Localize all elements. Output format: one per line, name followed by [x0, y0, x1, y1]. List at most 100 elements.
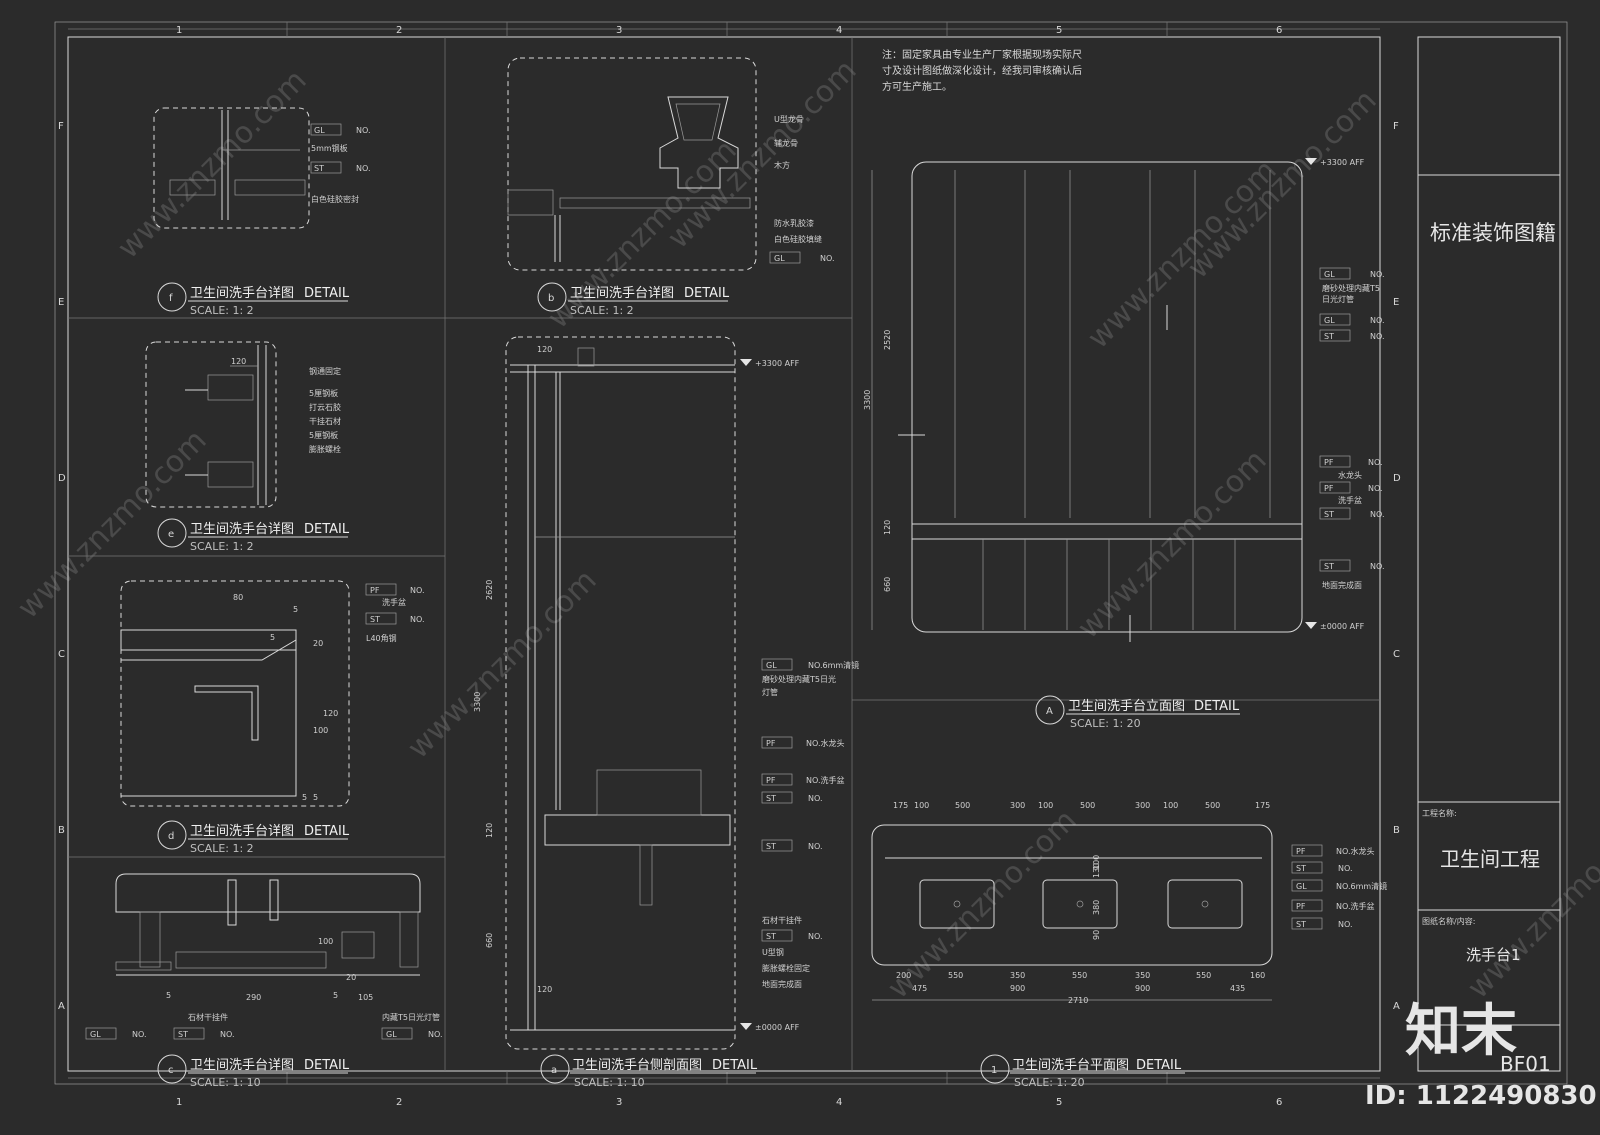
drawing-name: 洗手台1 — [1466, 946, 1521, 964]
watermark-site: www.znzmo.com — [1181, 83, 1384, 286]
column-label: 6 — [1276, 1097, 1282, 1108]
row-label: A — [1393, 1001, 1400, 1012]
column-label: 4 — [836, 1097, 842, 1108]
detail-tag: DETAIL — [1136, 1058, 1182, 1073]
project-name: 卫生间工程 — [1440, 847, 1540, 871]
svg-text:435: 435 — [1230, 984, 1245, 993]
svg-text:500: 500 — [955, 801, 970, 810]
svg-text:5: 5 — [302, 793, 307, 802]
detail-title: 卫生间洗手台详图 — [190, 522, 294, 537]
row-label: A — [58, 1001, 65, 1012]
general-note: 注：固定家具由专业生产厂家根据现场实际尺 寸及设计图纸做深化设计，经我司审核确认… — [882, 48, 1082, 93]
svg-text:90: 90 — [1092, 930, 1101, 940]
svg-text:ST: ST — [1324, 510, 1334, 519]
project-label: 工程名称: — [1422, 808, 1457, 818]
svg-text:GL: GL — [386, 1030, 397, 1039]
svg-text:PF: PF — [1324, 458, 1334, 467]
svg-text:ST: ST — [1324, 562, 1334, 571]
svg-text:内藏T5日光灯管: 内藏T5日光灯管 — [382, 1012, 440, 1022]
detail-letter: f — [169, 293, 173, 304]
detail-title: 卫生间洗手台平面图 — [1012, 1058, 1129, 1073]
svg-text:木方: 木方 — [774, 160, 790, 170]
column-label: 3 — [616, 1097, 622, 1108]
column-label: 1 — [176, 25, 182, 36]
detail-letter: a — [551, 1065, 557, 1076]
svg-text:5: 5 — [293, 605, 298, 614]
detail-letter: d — [168, 831, 174, 842]
svg-text:NO.: NO. — [220, 1030, 235, 1039]
svg-text:900: 900 — [1010, 984, 1025, 993]
svg-text:2620: 2620 — [485, 580, 494, 600]
watermark-site: www.znzmo.com — [1071, 443, 1274, 646]
svg-text:20: 20 — [313, 639, 323, 648]
detail-tag: DETAIL — [304, 1058, 350, 1073]
row-label: B — [1393, 825, 1400, 836]
svg-text:NO.: NO. — [808, 842, 823, 851]
svg-text:120: 120 — [537, 985, 552, 994]
svg-text:打云石胶: 打云石胶 — [309, 402, 341, 412]
detail-a-section: 120 3300 2620 120 660 120 +3300 AFF ±000… — [473, 336, 859, 1089]
column-label: 3 — [616, 25, 622, 36]
svg-text:L40角钢: L40角钢 — [366, 633, 397, 643]
note-line: 寸及设计图纸做深化设计，经我司审核确认后 — [882, 64, 1082, 77]
svg-text:PF: PF — [1296, 847, 1306, 856]
svg-text:ST: ST — [1324, 332, 1334, 341]
detail-scale: SCALE: 1: 20 — [1014, 1076, 1085, 1089]
detail-title: 卫生间洗手台详图 — [190, 824, 294, 839]
svg-text:NO.6mm清镜: NO.6mm清镜 — [1336, 881, 1387, 891]
note-line: 注：固定家具由专业生产厂家根据现场实际尺 — [882, 48, 1082, 61]
svg-text:NO.: NO. — [356, 164, 371, 173]
svg-text:NO.: NO. — [410, 586, 425, 595]
svg-text:350: 350 — [1010, 971, 1025, 980]
detail-tag: DETAIL — [304, 522, 350, 537]
svg-text:干挂石材: 干挂石材 — [309, 416, 341, 426]
svg-text:PF: PF — [766, 776, 776, 785]
svg-text:ST: ST — [314, 164, 324, 173]
detail-tag: DETAIL — [684, 286, 730, 301]
svg-text:PF: PF — [1324, 484, 1334, 493]
svg-text:ST: ST — [178, 1030, 188, 1039]
svg-text:5mm钢板: 5mm钢板 — [311, 143, 348, 153]
grid-rows: F E D C B A F E D C B A — [58, 121, 1401, 1012]
column-label: 5 — [1056, 1097, 1062, 1108]
detail-scale: SCALE: 1: 2 — [190, 304, 254, 317]
svg-text:NO.: NO. — [1338, 864, 1353, 873]
svg-text:5: 5 — [333, 991, 338, 1000]
svg-text:80: 80 — [233, 593, 243, 602]
svg-text:NO.洗手盆: NO.洗手盆 — [806, 775, 845, 785]
svg-text:5厘钢板: 5厘钢板 — [309, 430, 338, 440]
detail-title: 卫生间洗手台详图 — [570, 286, 674, 301]
svg-text:550: 550 — [1072, 971, 1087, 980]
svg-text:GL: GL — [90, 1030, 101, 1039]
svg-text:地面完成面: 地面完成面 — [762, 979, 802, 989]
svg-text:3300: 3300 — [863, 390, 872, 410]
svg-text:NO.: NO. — [1338, 920, 1353, 929]
watermark-site: www.znzmo.com — [661, 53, 864, 256]
svg-text:GL: GL — [1324, 316, 1335, 325]
svg-text:白色硅胶密封: 白色硅胶密封 — [311, 194, 359, 204]
svg-text:水龙头: 水龙头 — [1338, 470, 1362, 480]
svg-text:100: 100 — [1092, 855, 1101, 870]
svg-text:3300: 3300 — [473, 692, 482, 712]
detail-scale: SCALE: 1: 20 — [1070, 717, 1141, 730]
svg-text:5: 5 — [270, 633, 275, 642]
inner-frame — [67, 36, 1381, 1072]
panel-dividers — [68, 37, 1380, 1071]
svg-text:NO.: NO. — [1370, 562, 1385, 571]
svg-text:105: 105 — [358, 993, 373, 1002]
svg-text:+3300 AFF: +3300 AFF — [755, 359, 800, 368]
svg-text:660: 660 — [883, 577, 892, 592]
column-label: 5 — [1056, 25, 1062, 36]
svg-text:±0000 AFF: ±0000 AFF — [755, 1023, 800, 1032]
svg-text:白色硅胶填缝: 白色硅胶填缝 — [774, 234, 822, 244]
svg-text:NO.水龙头: NO.水龙头 — [1336, 846, 1375, 856]
svg-text:日光灯管: 日光灯管 — [1322, 294, 1354, 304]
detail-tag: DETAIL — [304, 824, 350, 839]
detail-title: 卫生间洗手台立面图 — [1068, 699, 1185, 714]
column-label: 2 — [396, 1097, 402, 1108]
column-label: 2 — [396, 25, 402, 36]
svg-text:NO.: NO. — [356, 126, 371, 135]
svg-text:100: 100 — [313, 726, 328, 735]
